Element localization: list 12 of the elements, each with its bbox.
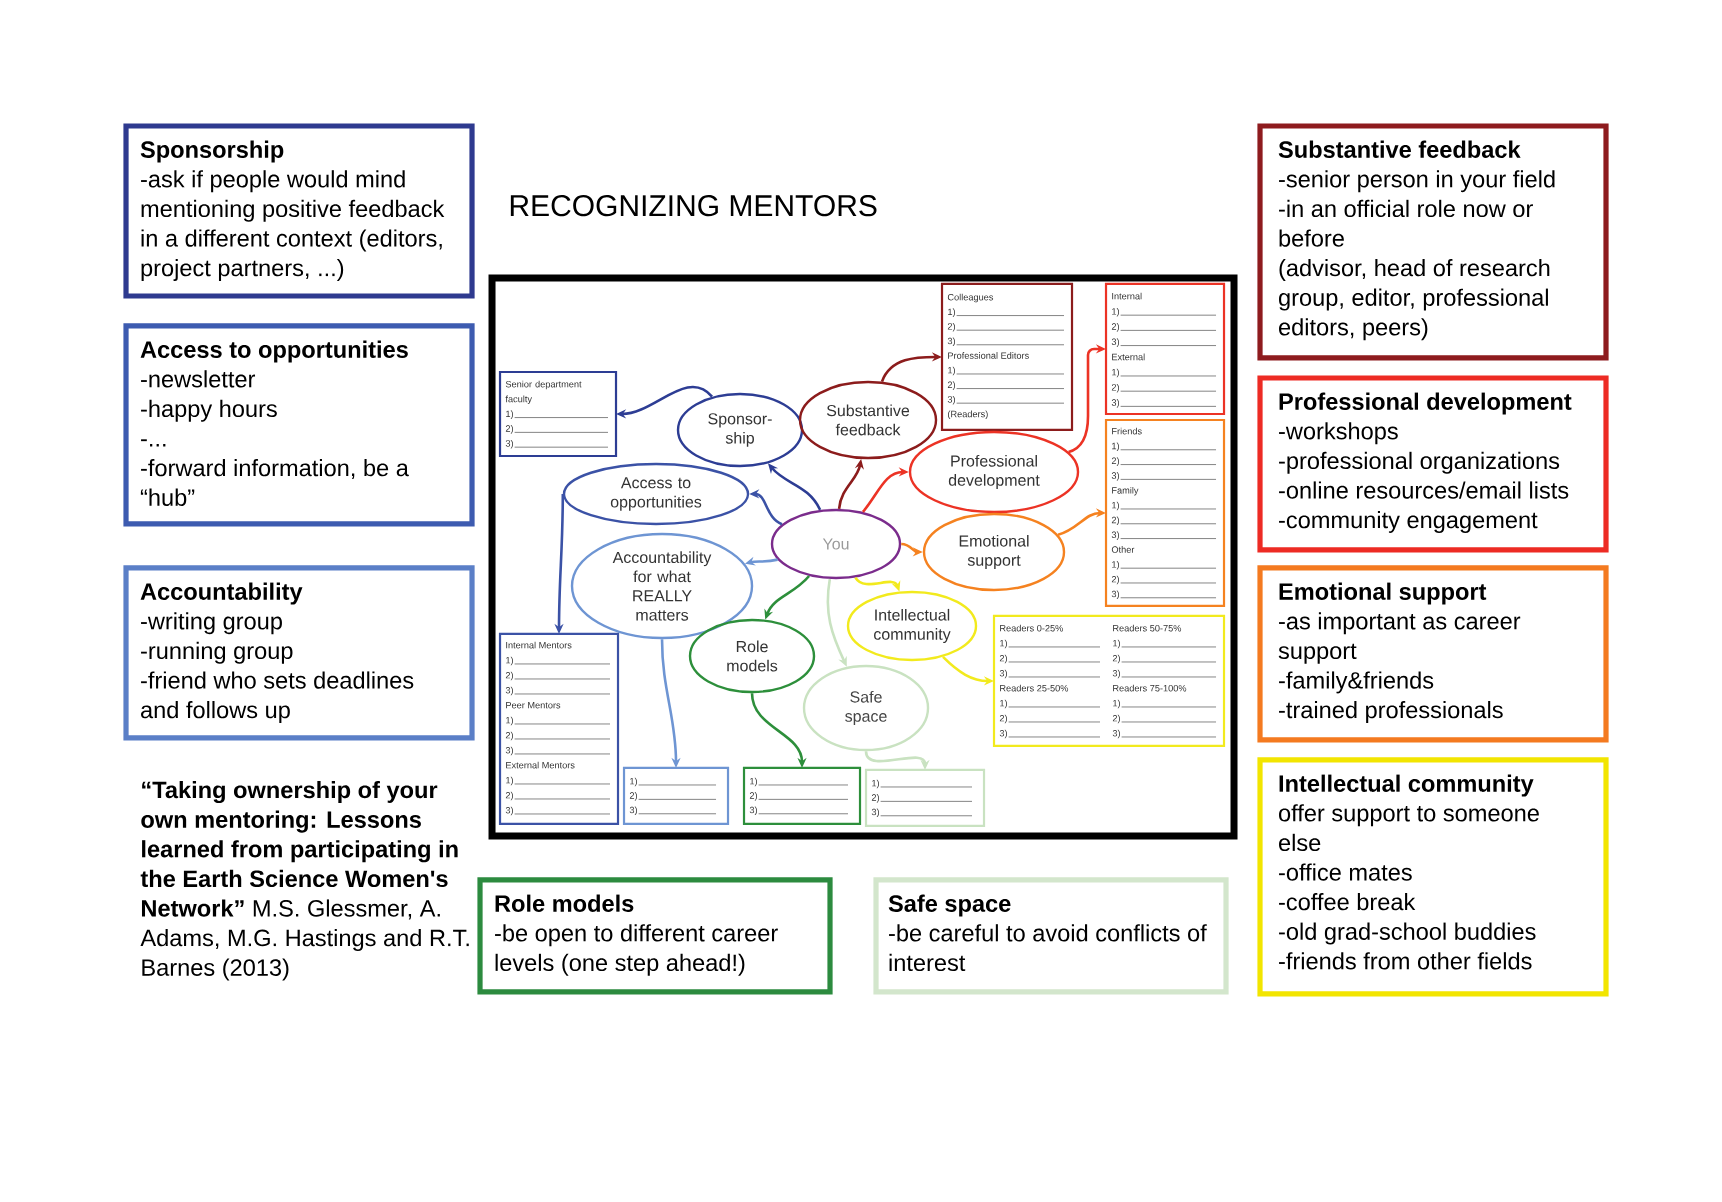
note-box: Emotional support -as important as career support -family&friends -trained professionals [1257,565,1609,743]
note-box: Role models -be open to different career levels (one step ahead!) [477,877,833,995]
note-box: Substantive feedback -senior person in your field -in an official role now or before (advisor, head of research group, editor, professional editors, peers) [1257,123,1609,361]
note-box: Accountability -writing group -running group -friend who sets deadlines and follows up [123,565,475,741]
image-frame [488,274,1238,840]
citation: “Taking ownership of your own mentoring: Lessons learned from participating in the Earth Science Women's Network” M.S. Glessmer, A. Adams, M.G. Hastings and R.T. Barnes (2013) [140,781,469,981]
note-box: Sponsorship -ask if people would mind mentioning positive feedback in a different context (editors, project partners, ...) [123,123,475,299]
note-box: Professional development -workshops -professional organizations -online resources/email lists -community engagement [1257,375,1609,553]
note-box: Access to opportunities -newsletter -happy hours -... -forward information, be a “hub” [123,323,475,527]
title: RECOGNIZING MENTORS [510,195,877,217]
note-box: Safe space -be careful to avoid conflicts of interest [873,877,1229,995]
note-box: Intellectual community offer support to someone else -office mates -coffee break -old grad-school buddies -friends from other fields [1257,757,1609,997]
